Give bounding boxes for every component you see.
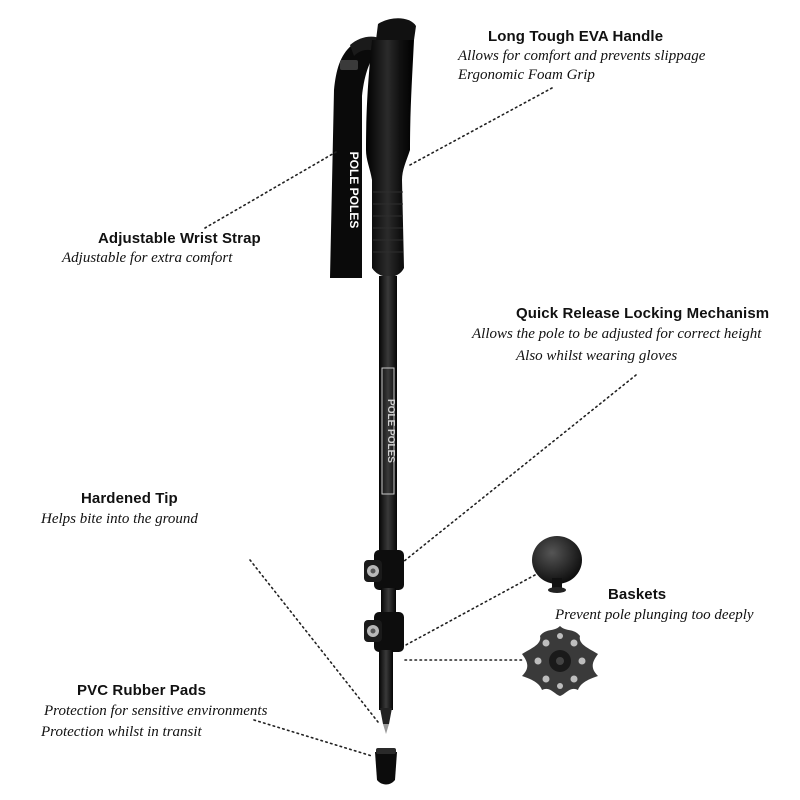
- tip-title: Hardened Tip: [81, 490, 178, 507]
- strap-logo-text: POLE POLES: [347, 152, 361, 229]
- handle-desc: Allows for comfort and prevents slippage…: [458, 47, 705, 85]
- baskets-callout: Baskets: [608, 586, 666, 604]
- tip-desc-line1: Helps bite into the ground: [41, 511, 198, 527]
- tip-desc: Helps bite into the ground: [41, 510, 198, 529]
- lock-desc-2: Also whilst wearing gloves: [516, 347, 677, 366]
- handle-callout: Long Tough EVA Handle: [488, 28, 663, 46]
- pads-desc-line2: Protection whilst in transit: [41, 724, 202, 740]
- leader-strap: [204, 151, 337, 229]
- upper-shaft: POLE POLES: [379, 276, 397, 558]
- baskets-title: Baskets: [608, 586, 667, 603]
- rubber-pad: [375, 748, 397, 785]
- lower-shaft: [379, 650, 393, 734]
- snow-basket-large: [522, 626, 598, 696]
- shaft-logo-text: POLE POLES: [385, 399, 396, 463]
- handle-title: Long Tough EVA Handle: [488, 28, 664, 45]
- lock-title: Quick Release Locking Mechanism: [516, 305, 770, 322]
- middle-shaft: [381, 588, 396, 616]
- pads-title: PVC Rubber Pads: [77, 682, 207, 699]
- hardened-tip-carbide: [383, 724, 389, 734]
- lock-desc: Allows the pole to be adjusted for corre…: [472, 325, 761, 344]
- tip-callout: Hardened Tip: [81, 490, 178, 508]
- strap-title: Adjustable Wrist Strap: [98, 230, 261, 247]
- eva-handle: [366, 18, 416, 277]
- mud-basket-small: [532, 536, 582, 593]
- strap-desc: Adjustable for extra comfort: [62, 249, 232, 268]
- lock-callout: Quick Release Locking Mechanism: [516, 305, 769, 323]
- strap-desc-line1: Adjustable for extra comfort: [62, 250, 233, 266]
- pads-callout: PVC Rubber Pads: [77, 682, 206, 700]
- handle-desc-line1: Allows for comfort and prevents slippage: [458, 48, 706, 64]
- baskets-desc-line1: Prevent pole plunging too deeply: [555, 607, 754, 623]
- leader-handle: [409, 87, 553, 166]
- pads-desc-line1: Protection for sensitive environments: [44, 703, 268, 719]
- leader-tip: [249, 559, 379, 723]
- pads-desc: Protection for sensitive environments: [44, 702, 267, 721]
- leader-basket-small: [403, 574, 536, 647]
- lock-desc-line1: Allows the pole to be adjusted for corre…: [472, 326, 762, 342]
- leader-lock: [402, 374, 637, 563]
- baskets-desc: Prevent pole plunging too deeply: [555, 606, 754, 625]
- strap-callout: Adjustable Wrist Strap: [98, 230, 261, 248]
- lock-desc-line2: Also whilst wearing gloves: [516, 348, 678, 364]
- leader-lines: [204, 87, 637, 757]
- leader-pads: [253, 719, 373, 757]
- handle-desc-line2: Ergonomic Foam Grip: [458, 67, 595, 83]
- pads-desc-2: Protection whilst in transit: [41, 723, 202, 742]
- locking-clamp-upper: [364, 550, 404, 590]
- locking-clamp-lower: [364, 612, 404, 652]
